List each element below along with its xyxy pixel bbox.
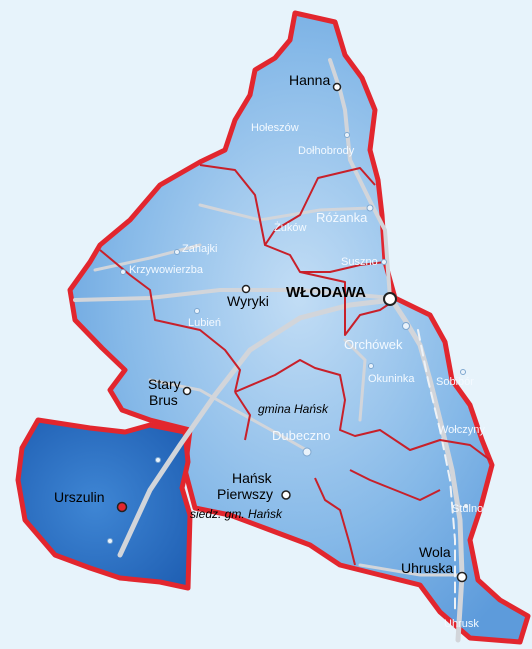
marker-wlodawa (383, 292, 397, 306)
marker-urszulin (116, 501, 128, 513)
label-rozanka: Różanka (316, 210, 368, 225)
label-hansk-1: Hańsk (232, 470, 273, 486)
label-gmina-hansk: gmina Hańsk (258, 402, 329, 416)
label-hansk-2: Pierwszy (217, 486, 273, 502)
label-dolhobrody: Dołhobrody (298, 145, 355, 157)
minor-markers (107, 132, 469, 544)
label-lubien: Lubień (188, 317, 221, 329)
label-wola-2: Uhruska (401, 560, 453, 576)
label-stary-brus-1: Stary (148, 376, 181, 392)
label-zukow: Żuków (274, 221, 306, 234)
label-wola-1: Wola (419, 544, 451, 560)
label-suszno: Suszno (341, 256, 378, 268)
marker-stary-brus (182, 386, 192, 396)
label-krzywowierzba: Krzywowierzba (129, 264, 204, 276)
marker-hanna (332, 82, 342, 92)
label-stary-brus-2: Brus (149, 392, 178, 408)
label-zahajki: Zahajki (182, 243, 217, 255)
gmina-borders (99, 164, 491, 566)
town-markers (116, 82, 468, 583)
label-sobibor: Sobibór (436, 376, 474, 388)
label-wlodawa: WŁODAWA (286, 284, 366, 301)
marker-hansk (281, 490, 291, 500)
label-uhrusk: Uhrusk (444, 618, 479, 630)
map-labels: Hanna Hołeszów Dołhobrody Różanka Żuków … (54, 72, 485, 630)
label-dubeczno: Dubeczno (272, 428, 331, 443)
label-wyryki: Wyryki (227, 293, 269, 309)
marker-wyryki (241, 284, 251, 294)
label-hanna: Hanna (289, 72, 330, 88)
gmina-urszulin-area (15, 417, 193, 591)
label-stulno: Stulno (452, 503, 483, 515)
label-urszulin: Urszulin (54, 489, 105, 505)
label-okuninka: Okuninka (368, 373, 415, 385)
label-holeszow: Hołeszów (251, 122, 299, 134)
marker-wola-uhruska (456, 571, 468, 583)
label-wolczyny: Wołczyny (438, 424, 485, 436)
label-orchowek: Orchówek (344, 337, 403, 352)
label-siedz: siedz. gm. Hańsk (190, 507, 283, 521)
